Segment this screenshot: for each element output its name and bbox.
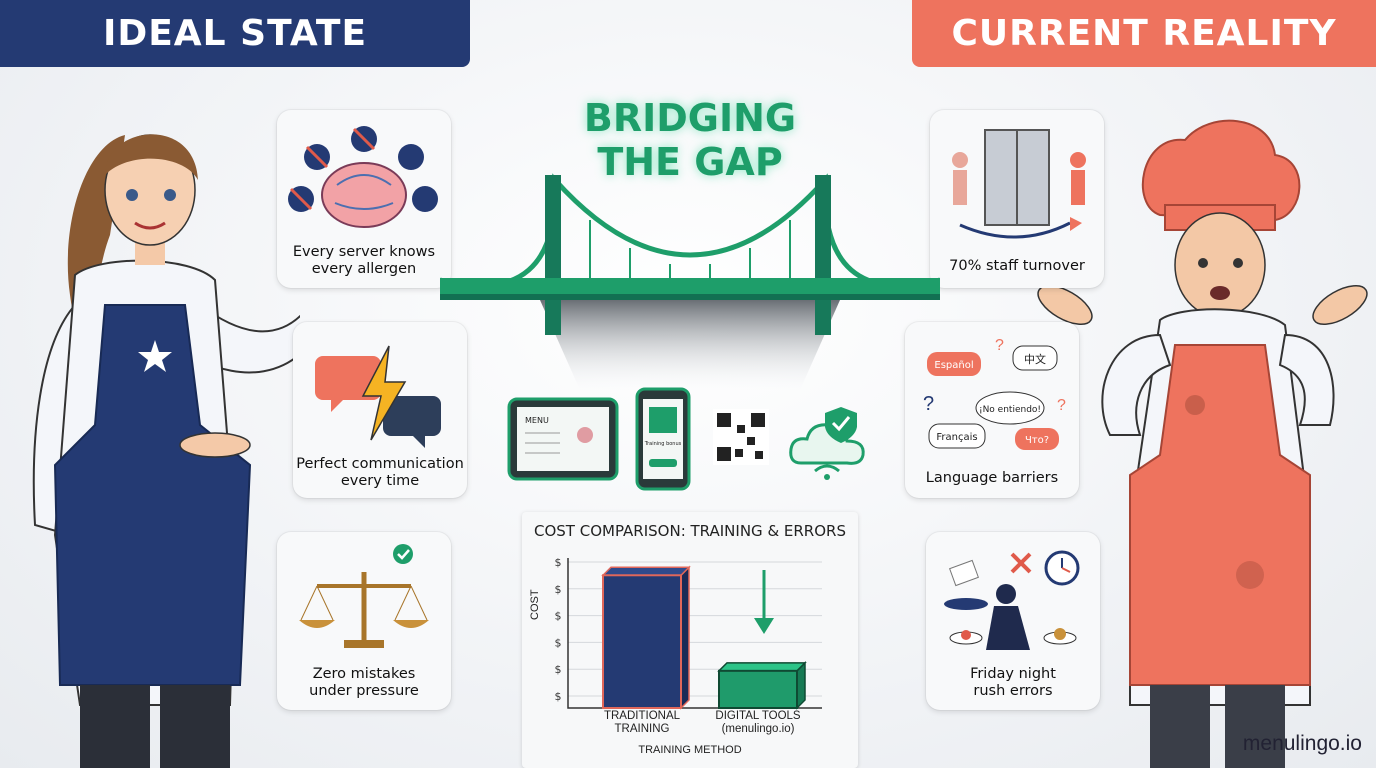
brand-logo-text: menulingo.io: [1242, 732, 1362, 755]
chart-y-tick-label: $: [555, 583, 562, 596]
card-allergen-knowledge: Every server knows every allergen: [277, 110, 451, 288]
ideal-state-banner: IDEAL STATE: [0, 0, 470, 67]
phone-text: Training bonus: [644, 441, 682, 447]
card-allergen-label: Every server knows every allergen: [277, 244, 451, 278]
balance-scale-icon: [299, 544, 429, 648]
svg-text:?: ?: [995, 337, 1004, 354]
card-allergen-line1: Every server knows: [292, 244, 436, 260]
bubble-chinese: 中文: [1024, 352, 1046, 366]
bubble-francais: Français: [936, 432, 977, 443]
chart-plot: $ $ $ $ $ $: [555, 556, 822, 710]
chart-reduction-arrowhead: [754, 618, 774, 634]
card-rush-errors-line2: rush errors: [973, 683, 1053, 699]
card-allergen-line2: every allergen: [311, 261, 417, 277]
card-rush-errors-line1: Friday night: [970, 666, 1056, 682]
chart-bar-top: [717, 662, 807, 672]
chart-y-tick-label: $: [555, 663, 562, 676]
card-communication-label: Perfect communication every time: [293, 456, 467, 490]
chart-category-label: DIGITAL TOOLS(menulingo.io): [715, 710, 801, 735]
chart-y-tick-label: $: [555, 690, 562, 703]
bubble-chto: Что?: [1025, 435, 1049, 446]
card-staff-turnover-label: 70% staff turnover: [949, 258, 1085, 274]
suspension-bridge-illustration: [440, 173, 940, 390]
chart-bar-traditional-training: [602, 574, 682, 710]
card-zero-mistakes-line2: under pressure: [309, 683, 419, 699]
card-staff-turnover: 70% staff turnover: [930, 110, 1104, 288]
title-line2: THE GAP: [597, 140, 783, 184]
chart-title: COST COMPARISON: TRAINING & ERRORS: [534, 522, 846, 540]
svg-text:?: ?: [1057, 397, 1066, 414]
card-zero-mistakes-line1: Zero mistakes: [312, 666, 416, 682]
chart-bar-side: [680, 565, 690, 710]
chart-y-tick-label: $: [555, 556, 562, 569]
card-communication-line2: every time: [340, 473, 420, 489]
stressed-chef-illustration: [1037, 119, 1368, 768]
tablet-menu-text: MENU: [525, 416, 549, 425]
bubble-no-entiendo: ¡No entiendo!: [979, 405, 1041, 415]
cost-comparison-chart: COST COMPARISON: TRAINING & ERRORS $$$$$…: [522, 512, 858, 768]
card-rush-errors-label: Friday night rush errors: [926, 666, 1100, 700]
language-bubbles-icon: Español 中文 ¡No entiendo! Français Что? ?…: [923, 337, 1066, 450]
card-zero-mistakes: Zero mistakes under pressure: [277, 532, 451, 710]
title-line1: BRIDGING: [583, 96, 797, 140]
card-language-barriers: Español 中文 ¡No entiendo! Français Что? ?…: [905, 322, 1079, 498]
brain-allergens-icon: [288, 126, 438, 228]
chart-y-tick-label: $: [555, 636, 562, 649]
revolving-door-icon: [952, 129, 1086, 239]
smartphone-app-icon: Training bonus: [635, 387, 691, 491]
chart-x-axis-label: TRAINING METHOD: [638, 744, 742, 756]
waitress-illustration: [32, 134, 300, 768]
chart-bar-digital-tools: [718, 669, 798, 709]
card-communication-line1: Perfect communication: [296, 456, 464, 472]
cloud-security-icon: [789, 407, 865, 480]
svg-text:?: ?: [923, 393, 934, 415]
card-communication: Perfect communication every time: [293, 322, 467, 498]
tablet-menu-icon: MENU: [507, 397, 619, 481]
chart-y-axis-label: COST: [529, 589, 541, 620]
chart-bar-top: [601, 566, 691, 577]
digital-tools-row: MENU Training bonus: [507, 387, 865, 491]
current-reality-banner: CURRENT REALITY: [912, 0, 1376, 67]
rush-chaos-icon: [944, 550, 1080, 650]
bridging-the-gap-title: BRIDGING THE GAP: [540, 96, 840, 184]
card-zero-mistakes-label: Zero mistakes under pressure: [277, 666, 451, 700]
speech-bubbles-icon: [315, 345, 441, 448]
chart-y-tick-label: $: [555, 610, 562, 623]
qr-code-icon: [713, 409, 769, 465]
card-rush-errors: Friday night rush errors: [926, 532, 1100, 710]
card-language-barriers-label: Language barriers: [925, 470, 1059, 486]
bubble-espanol: Español: [934, 360, 973, 371]
